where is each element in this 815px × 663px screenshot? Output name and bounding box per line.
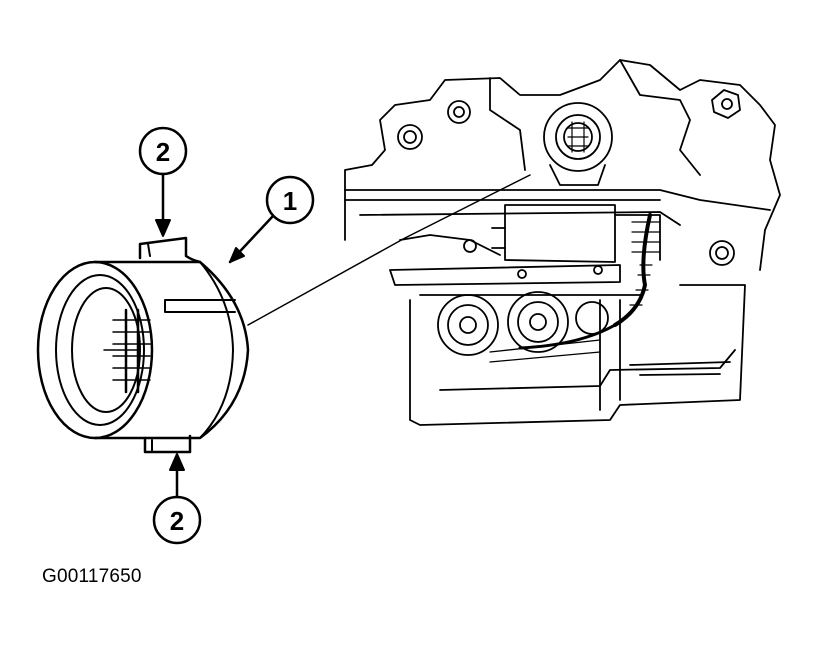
pressure-sensor — [543, 102, 613, 186]
figure-code: G00117650 — [42, 566, 142, 587]
connector-pins — [103, 308, 151, 394]
callout-lock-tab-top — [138, 126, 188, 237]
transaxle-assembly — [344, 59, 781, 426]
connector-leader-line — [247, 174, 531, 326]
wiring-harness — [518, 213, 653, 350]
callout-label-1: 1 — [283, 186, 297, 216]
callout-label-2-bottom: 2 — [170, 506, 184, 536]
bolt-heads — [397, 89, 741, 279]
lower-housing — [409, 284, 746, 426]
electrical-connector — [36, 236, 250, 454]
callout-connector — [228, 175, 315, 264]
callout-lock-tab-bottom — [152, 453, 202, 545]
callout-label-2-top: 2 — [156, 137, 170, 167]
